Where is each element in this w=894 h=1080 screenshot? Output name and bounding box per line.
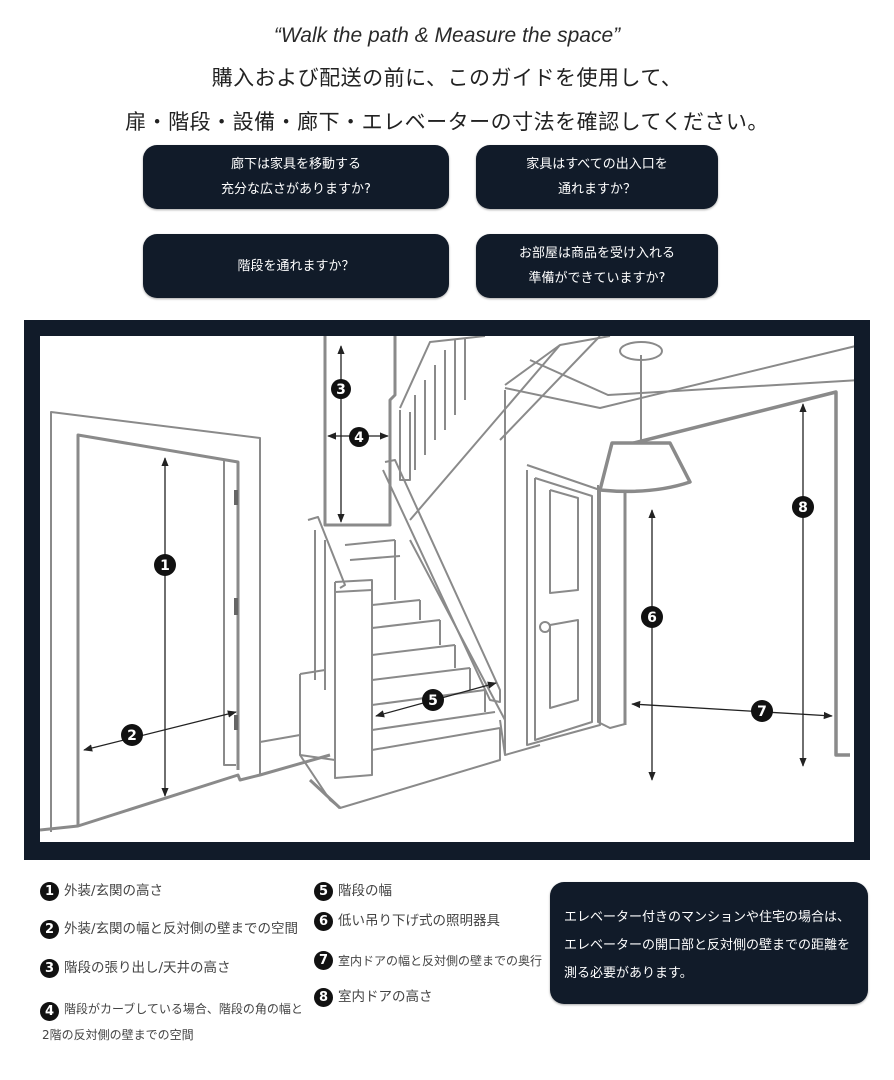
tagline: “Walk the path & Measure the space” bbox=[273, 24, 621, 47]
number-badge-icon: 7 bbox=[314, 951, 333, 970]
number-badge-icon: 4 bbox=[40, 1002, 59, 1021]
measure-7-line bbox=[631, 700, 833, 720]
question-doorways: 家具はすべての出入口を通れますか？ bbox=[476, 145, 718, 209]
note-text: エレベーター付きのマンションや住宅の場合は、 bbox=[564, 910, 851, 925]
question-text: お部屋は商品を受け入れる bbox=[518, 246, 675, 261]
number-badge-icon: 5 bbox=[314, 882, 333, 901]
marker-8-badge: 8 bbox=[792, 496, 814, 518]
marker-7-badge: 7 bbox=[751, 700, 773, 722]
number-badge-icon: 8 bbox=[314, 988, 333, 1007]
question-text: 廊下は家具を移動する bbox=[230, 157, 361, 172]
question-text: 階段を通れますか？ bbox=[237, 258, 355, 274]
legend-item-6: 6 低い吊り下げ式の照明器具 bbox=[314, 912, 500, 931]
svg-text:4: 4 bbox=[354, 430, 364, 446]
pendant-lamp-illustration bbox=[598, 341, 692, 494]
measure-2-line bbox=[83, 710, 237, 752]
svg-text:8: 8 bbox=[798, 500, 808, 516]
legend-text: 外装/玄関の高さ bbox=[64, 883, 164, 899]
room-illustration: 1 2 3 4 5 6 7 8 bbox=[40, 336, 854, 842]
legend-text: 外装/玄関の幅と反対側の壁までの空間 bbox=[64, 921, 299, 937]
legend-item-7: 7 室内ドアの幅と反対側の壁までの奥行 bbox=[314, 951, 542, 974]
svg-text:7: 7 bbox=[757, 704, 767, 720]
legend-text: 階段の幅 bbox=[338, 883, 392, 899]
question-room-ready: お部屋は商品を受け入れる準備ができていますか? bbox=[476, 234, 718, 298]
legend-text-line: 2階の反対側の壁までの空間 bbox=[42, 1028, 194, 1042]
marker-6-badge: 6 bbox=[641, 606, 663, 628]
legend-text-line: 階段がカーブしている場合、階段の角の幅と bbox=[64, 1002, 303, 1016]
marker-3-badge: 3 bbox=[331, 379, 351, 399]
legend-item-3: 3 階段の張り出し/天井の高さ bbox=[40, 959, 231, 978]
number-badge-icon: 2 bbox=[40, 920, 59, 939]
legend-text: 階段がカーブしている場合、階段の角の幅と 2階の反対側の壁までの空間 bbox=[42, 996, 303, 1048]
svg-text:5: 5 bbox=[428, 693, 438, 709]
intro-line-2: 扉・階段・設備・廊下・エレベーターの寸法を確認してください。 bbox=[125, 110, 769, 134]
legend-item-1: 1 外装/玄関の高さ bbox=[40, 882, 163, 901]
svg-text:6: 6 bbox=[647, 610, 657, 626]
question-text: 通れますか？ bbox=[557, 182, 636, 197]
number-badge-icon: 3 bbox=[40, 959, 59, 978]
svg-text:2: 2 bbox=[127, 728, 137, 744]
marker-1-badge: 1 bbox=[154, 554, 176, 576]
legend-text: 低い吊り下げ式の照明器具 bbox=[338, 913, 500, 929]
elevator-note: エレベーター付きのマンションや住宅の場合は、 エレベーターの開口部と反対側の壁ま… bbox=[550, 882, 868, 1004]
marker-2-badge: 2 bbox=[121, 724, 143, 746]
question-text: 充分な広さがありますか? bbox=[221, 182, 371, 197]
marker-5-badge: 5 bbox=[422, 689, 444, 711]
intro-line-1: 購入および配送の前に、このガイドを使用して、 bbox=[211, 66, 683, 90]
legend-text: 階段の張り出し/天井の高さ bbox=[64, 960, 231, 976]
number-badge-icon: 1 bbox=[40, 882, 59, 901]
legend-item-5: 5 階段の幅 bbox=[314, 882, 392, 901]
number-badge-icon: 6 bbox=[314, 912, 333, 931]
legend-item-2: 2 外装/玄関の幅と反対側の壁までの空間 bbox=[40, 920, 298, 939]
legend-item-4: 4 階段がカーブしている場合、階段の角の幅と 2階の反対側の壁までの空間 bbox=[40, 1000, 303, 1048]
note-text: エレベーターの開口部と反対側の壁までの距離を bbox=[564, 938, 851, 953]
legend-text: 室内ドアの高さ bbox=[338, 989, 433, 1005]
question-hallway: 廊下は家具を移動する充分な広さがありますか? bbox=[143, 145, 449, 209]
interior-door-illustration bbox=[504, 336, 854, 757]
question-stairs: 階段を通れますか？ bbox=[143, 234, 449, 298]
legend-text: 室内ドアの幅と反対側の壁までの奥行 bbox=[338, 954, 543, 968]
question-text: 準備ができていますか? bbox=[528, 271, 666, 286]
marker-4-badge: 4 bbox=[349, 427, 369, 447]
question-text: 家具はすべての出入口を bbox=[526, 157, 668, 172]
note-text: 測る必要があります。 bbox=[564, 966, 693, 981]
illustration-frame: 1 2 3 4 5 6 7 8 bbox=[24, 320, 870, 860]
svg-text:3: 3 bbox=[336, 382, 346, 398]
legend-item-8: 8 室内ドアの高さ bbox=[314, 988, 433, 1007]
svg-text:1: 1 bbox=[160, 558, 170, 574]
